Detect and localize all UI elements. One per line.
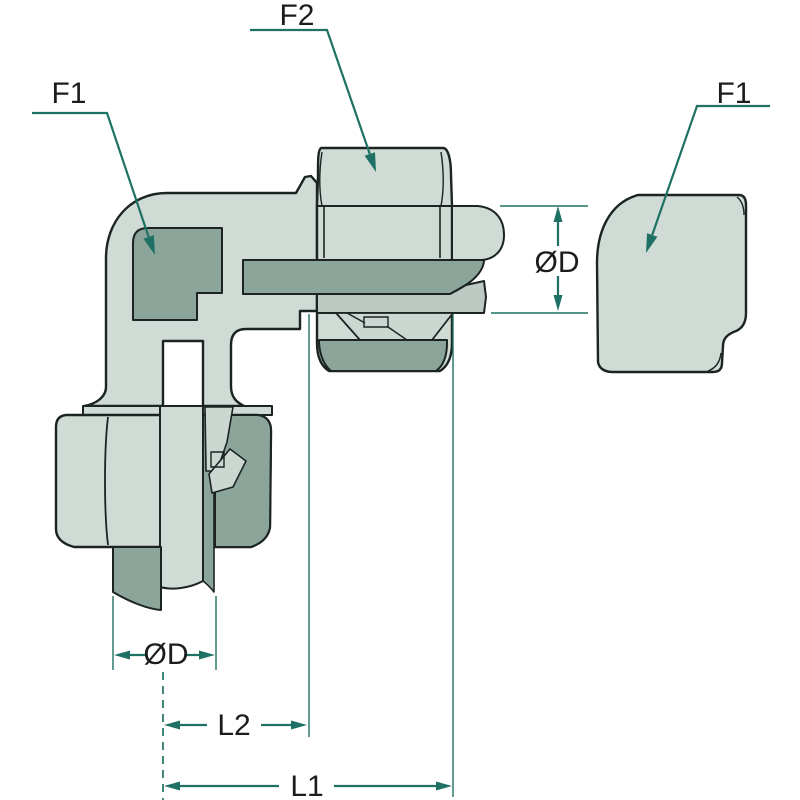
dimension-l1	[164, 781, 452, 791]
bottom-nut-hex-edge	[104, 416, 109, 546]
label-l1: L1	[290, 770, 323, 800]
label-od-bottom: ØD	[144, 638, 189, 671]
horizontal-tube-end	[451, 205, 505, 261]
leader-f1-left	[32, 111, 155, 255]
leader-f1-right	[646, 104, 770, 253]
label-od-right: ØD	[535, 246, 580, 279]
vertical-tube-section-band	[112, 546, 162, 611]
label-f2: F2	[279, 0, 314, 32]
label-l2: L2	[217, 709, 250, 742]
leader-f2	[250, 28, 376, 172]
extension-lines	[112, 205, 588, 797]
bottom-ferrule	[204, 406, 247, 494]
side-view-edge-lines	[598, 196, 745, 373]
main-sectional-view	[54, 146, 505, 611]
top-nut-chamfer-left	[319, 151, 323, 207]
dimension-l2	[164, 720, 307, 730]
labels: F1 F2 F1 ØD ØD L2 L1	[51, 0, 751, 800]
dimensions	[32, 28, 770, 800]
label-f1-left: F1	[51, 77, 86, 110]
dimension-od-right	[553, 206, 563, 311]
body-corner-section-block	[132, 227, 223, 321]
top-nut-rear-collar	[316, 280, 487, 314]
vertical-tube	[159, 405, 204, 590]
dimension-od-bottom	[114, 650, 215, 660]
horizontal-tube-section-band	[242, 259, 485, 295]
bottom-nut-section	[214, 414, 272, 548]
label-f1-right: F1	[716, 77, 751, 110]
side-view-elbow-body	[595, 193, 748, 374]
top-nut-chamfer-right	[440, 151, 444, 207]
side-view-outline	[595, 193, 748, 374]
top-nut-section-bottom	[318, 339, 448, 372]
